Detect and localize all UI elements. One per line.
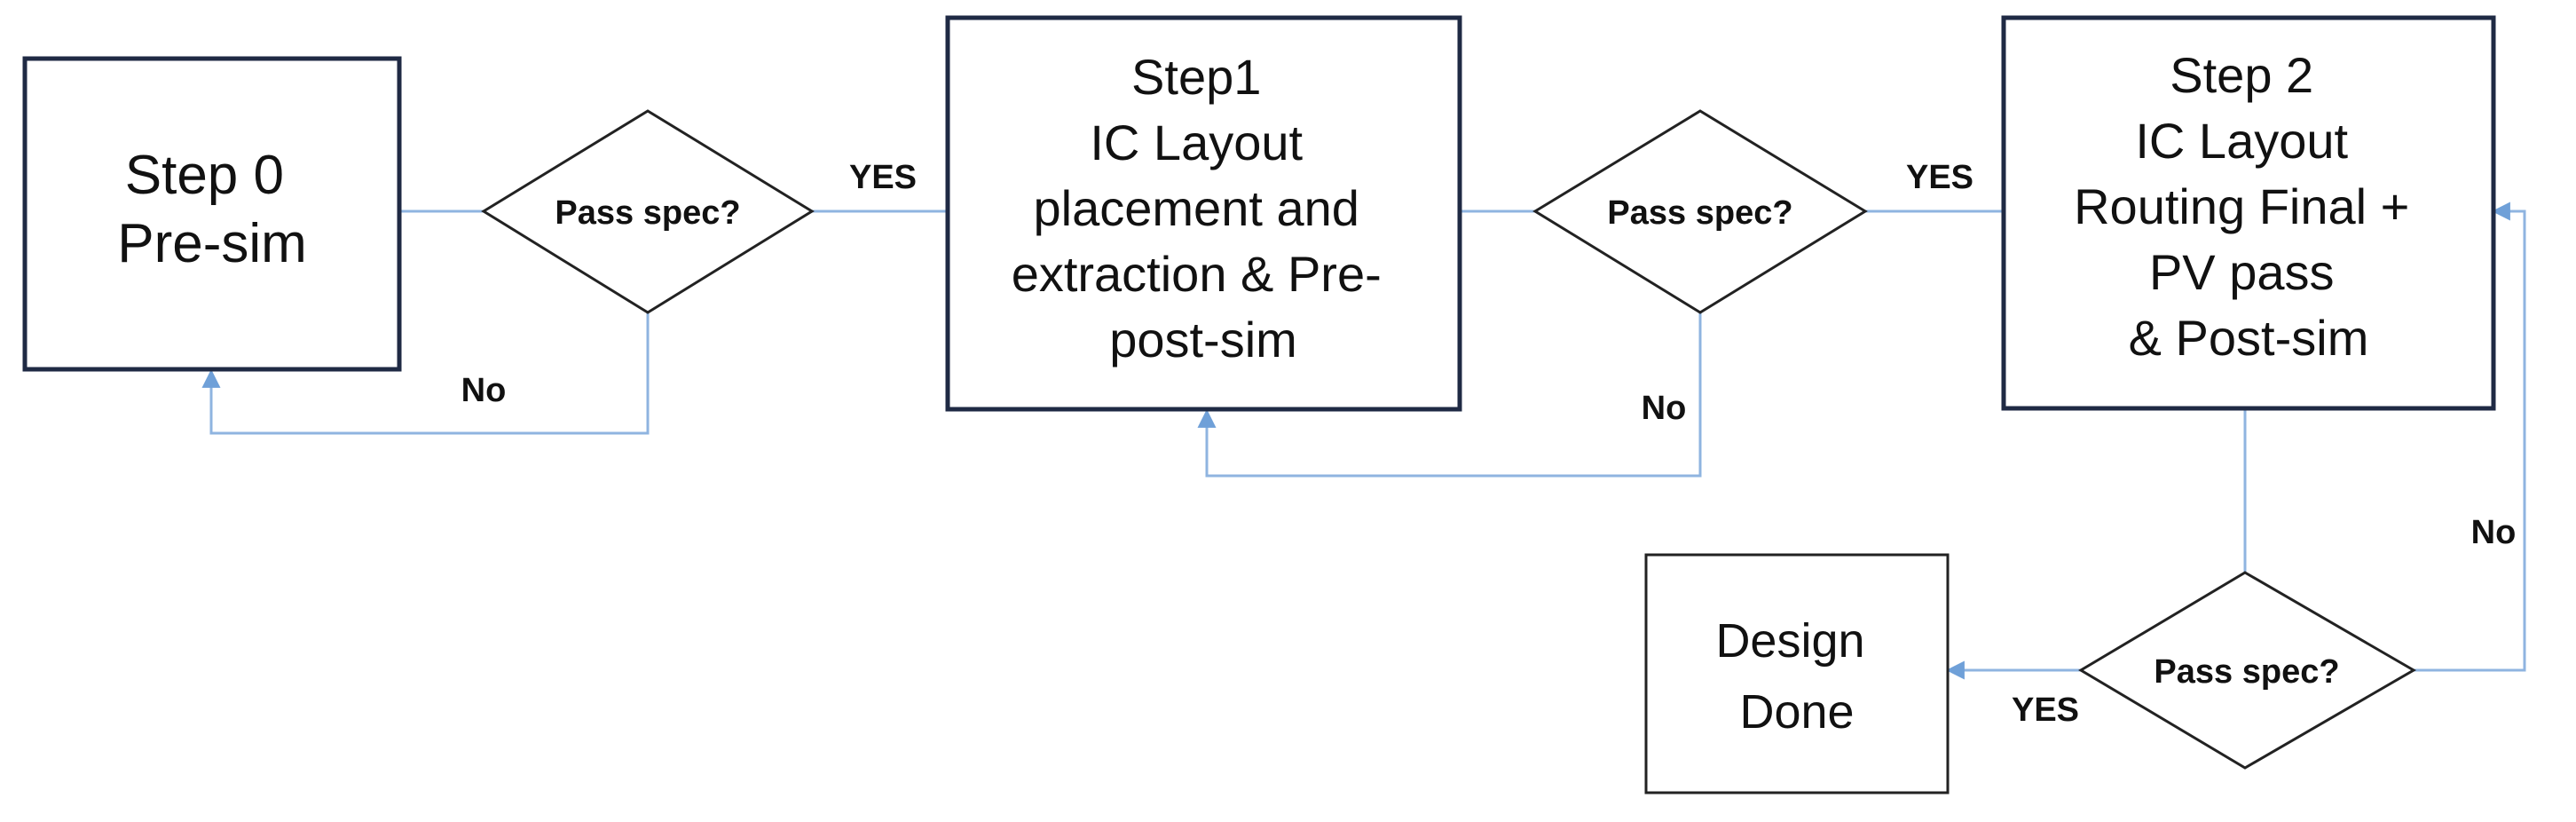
decision1-no-label: No xyxy=(461,372,507,409)
step0-box-border xyxy=(22,56,402,372)
step0-line-2: Pre-sim xyxy=(117,213,307,274)
decision3-diamond: Pass spec? xyxy=(2078,571,2416,770)
step1-line-1: Step1 xyxy=(1131,49,1261,105)
step2-box-border xyxy=(2001,15,2496,411)
design-done-box-border xyxy=(1644,553,1950,794)
connector-decision1-no-to-step0 xyxy=(201,312,650,435)
step1-label: Step1 IC Layout placement and extraction… xyxy=(1012,49,1396,368)
design-done-box: Design Done xyxy=(1644,553,1950,794)
step0-line-1: Step 0 xyxy=(125,145,284,206)
design-done-line-2: Done xyxy=(1739,685,1854,739)
decision3-shape xyxy=(2078,571,2416,770)
step2-line-5: & Post-sim xyxy=(2129,310,2369,366)
design-done-label: Design Done xyxy=(1715,614,1878,739)
step1-line-4: extraction & Pre- xyxy=(1012,246,1382,302)
step2-line-4: PV pass xyxy=(2149,244,2335,300)
step0-box: Step 0 Pre-sim xyxy=(22,56,402,372)
decision1-yes-label: YES xyxy=(849,159,917,196)
decision2-no-label: No xyxy=(1642,390,1687,427)
decision1-shape xyxy=(481,109,815,314)
connectors xyxy=(201,202,2526,680)
step1-line-5: post-sim xyxy=(1109,312,1297,368)
step2-line-3: Routing Final + xyxy=(2074,178,2409,234)
decision3-label: Pass spec? xyxy=(2154,653,2339,691)
decision1-diamond: Pass spec? xyxy=(481,109,815,314)
decision1-label: Pass spec? xyxy=(555,194,740,232)
decision2-shape xyxy=(1532,109,1868,314)
decision3-yes-label: YES xyxy=(2012,692,2079,729)
connector-decision2-no-to-step1 xyxy=(1197,312,1702,478)
step2-label: Step 2 IC Layout Routing Final + PV pass… xyxy=(2074,47,2423,366)
connector-decision3-no-to-step2 xyxy=(2414,202,2526,672)
step1-line-2: IC Layout xyxy=(1090,115,1303,170)
step1-box: Step1 IC Layout placement and extraction… xyxy=(945,15,1462,412)
design-done-line-1: Design xyxy=(1715,614,1864,668)
edge-labels: YES No YES No YES No xyxy=(461,159,2517,729)
decision2-yes-label: YES xyxy=(1906,159,1973,196)
step2-line-2: IC Layout xyxy=(2135,113,2348,169)
step1-line-3: placement and xyxy=(1034,180,1359,236)
decision3-no-label: No xyxy=(2471,514,2517,551)
step2-line-1: Step 2 xyxy=(2170,47,2313,103)
step2-box: Step 2 IC Layout Routing Final + PV pass… xyxy=(2001,15,2496,411)
decision2-diamond: Pass spec? xyxy=(1532,109,1868,314)
decision2-label: Pass spec? xyxy=(1607,194,1792,232)
step1-box-border xyxy=(945,15,1462,412)
step0-label: Step 0 Pre-sim xyxy=(117,145,307,274)
